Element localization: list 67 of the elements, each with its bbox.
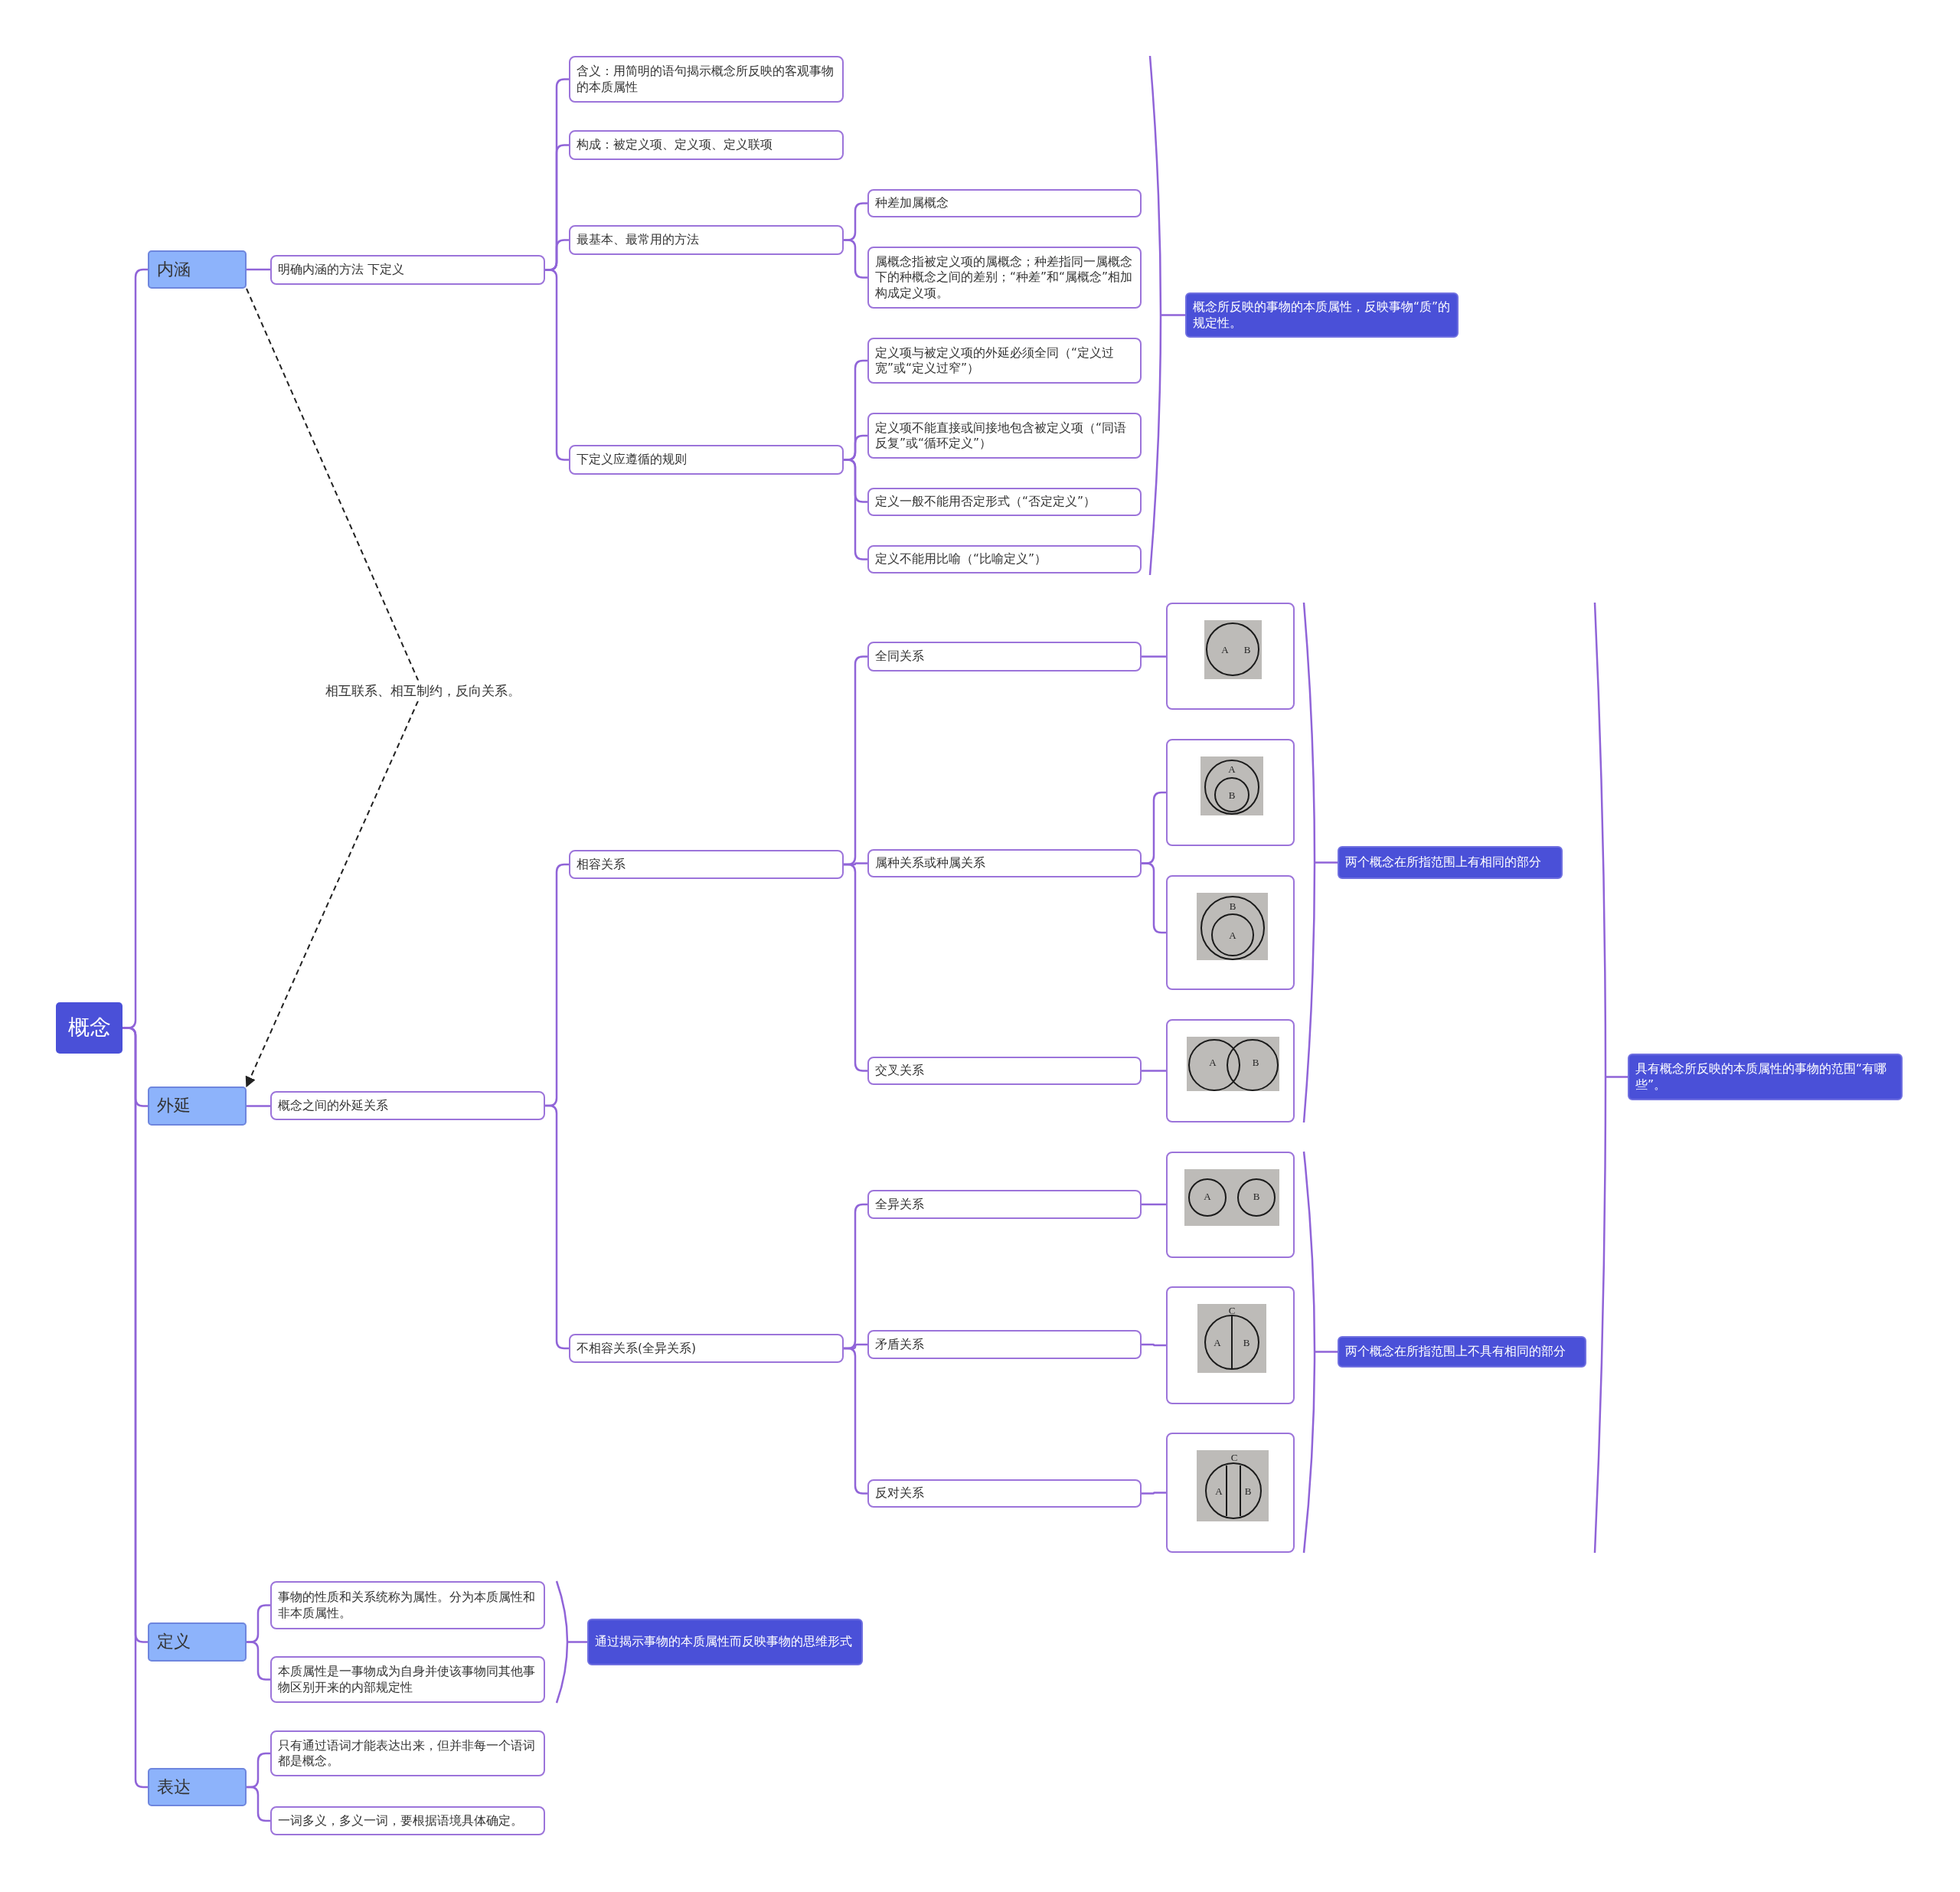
connector-line [247,268,270,271]
subtopic-box: 定义项不能直接或间接地包含被定义项（“同语反复”或“循环定义”） [867,413,1142,459]
connector-line [1142,1492,1166,1495]
venn-label: B [1243,644,1251,655]
subtopic-box: 不相容关系(全异关系) [569,1334,844,1363]
venn-label: A [1204,1191,1211,1201]
subtopic-box: 只有通过语词才能表达出来，但并非每一个语词都是概念。 [270,1730,545,1776]
image-card [1166,1152,1295,1258]
subtopic-box: 下定义应遵循的规则 [569,445,844,475]
connector-line [247,1786,270,1822]
venn-label: A [1209,1057,1217,1067]
summary-box: 两个概念在所指范围上不具有相同的部分 [1338,1336,1586,1368]
connector-line [1142,1343,1166,1347]
subtopic-box: 定义不能用比喻（“比喻定义”） [867,545,1142,573]
venn-label: B [1244,1485,1252,1496]
subtopic-box: 矛盾关系 [867,1330,1142,1359]
main-topic-box: 定义 [148,1622,247,1662]
subtopic-box: 定义一般不能用否定形式（“否定定义”） [867,488,1142,516]
venn-label: B [1229,900,1236,911]
connector-line [1142,655,1166,658]
main-topic-box: 表达 [148,1768,247,1806]
image-card [1166,1019,1295,1122]
connector-line [247,1105,270,1107]
venn-label: B [1252,1057,1259,1067]
venn-label: A [1221,644,1229,655]
main-topic-box: 内涵 [148,250,247,289]
subtopic-box: 定义项与被定义项的外延必须全同（“定义过宽”或“定义过窄”） [867,338,1142,384]
central-topic-box: 概念 [56,1002,122,1054]
venn-label: A [1228,763,1236,774]
summary-box: 两个概念在所指范围上有相同的部分 [1338,846,1563,879]
venn-label: C [1230,1452,1238,1462]
connector-line [1142,1203,1166,1206]
subtopic-box: 事物的性质和关系统称为属性。分为本质属性和非本质属性。 [270,1581,545,1629]
image-card [1166,603,1295,710]
subtopic-box: 反对关系 [867,1479,1142,1508]
subtopic-box: 属种关系或种属关系 [867,849,1142,877]
subtopic-box: 全同关系 [867,642,1142,672]
subtopic-box: 明确内涵的方法 下定义 [270,255,545,285]
venn-label: A [1214,1337,1221,1348]
summary-box: 概念所反映的事物的本质属性，反映事物“质”的规定性。 [1185,292,1459,338]
subtopic-box: 交叉关系 [867,1057,1142,1085]
summary-box: 通过揭示事物的本质属性而反映事物的思维形式 [587,1619,863,1665]
subtopic-box: 概念之间的外延关系 [270,1091,545,1120]
subtopic-box: 含义：用简明的语句揭示概念所反映的客观事物的本质属性 [569,56,844,103]
subtopic-box: 最基本、最常用的方法 [569,225,844,255]
subtopic-box: 本质属性是一事物成为自身并使该事物同其他事物区别开来的内部规定性 [270,1656,545,1703]
image-card [1166,739,1295,846]
venn-label: C [1228,1305,1236,1315]
subtopic-box: 属概念指被定义项的属概念；种差指同一属概念下的种概念之间的差别；“种差”和“属概念”相加构成定义项。 [867,247,1142,309]
venn-label: A [1229,930,1236,940]
connector-line [1142,1070,1166,1072]
subtopic-box: 一词多义，多义一词，要根据语境具体确定。 [270,1806,545,1835]
subtopic-box: 种差加属概念 [867,189,1142,217]
venn-label: B [1228,789,1236,800]
main-topic-box: 外延 [148,1087,247,1126]
subtopic-box: 全异关系 [867,1190,1142,1219]
venn-label: A [1215,1485,1223,1496]
image-card [1166,1286,1295,1404]
venn-label: B [1253,1191,1260,1201]
venn-label: B [1243,1337,1250,1348]
connector-line [844,239,867,279]
subtopic-box: 相容关系 [569,850,844,879]
image-card [1166,1433,1295,1553]
subtopic-box: 构成：被定义项、定义项、定义联项 [569,130,844,160]
summary-box: 具有概念所反映的本质属性的事物的范围“有哪些”。 [1628,1054,1903,1100]
image-card [1166,875,1295,990]
connector-line [247,1641,270,1681]
